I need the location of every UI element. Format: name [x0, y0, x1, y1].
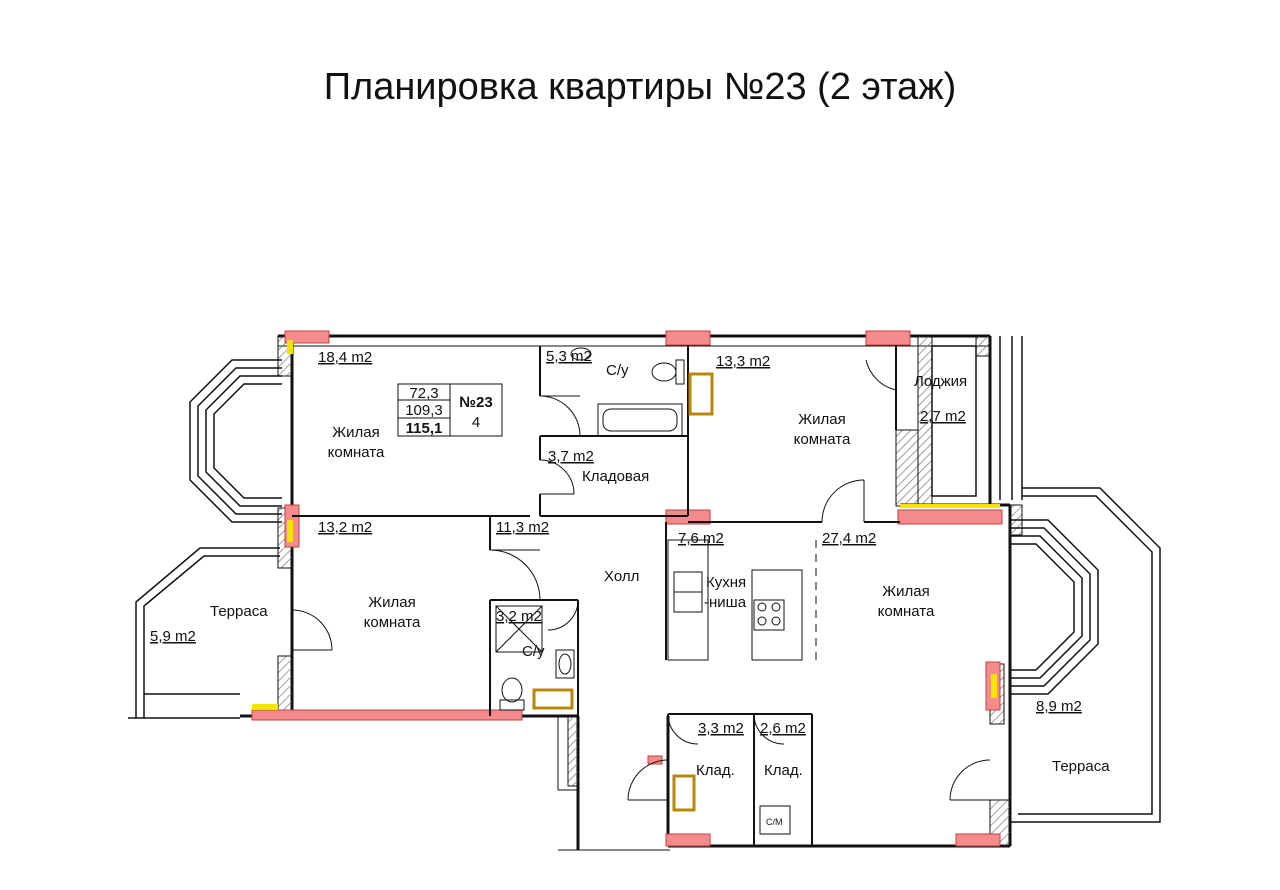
- room-name: Кухня: [706, 574, 746, 591]
- summary-box: [397, 383, 503, 437]
- summary-total: 109,3: [405, 402, 443, 419]
- room-name: Терраса: [1052, 758, 1110, 775]
- west-terrace-outline: [128, 547, 280, 719]
- room-name: -ниша: [704, 594, 747, 611]
- room-area: 3,7 m2: [548, 448, 594, 465]
- room-area: 3,2 m2: [496, 608, 542, 625]
- room-name: Жилая: [332, 424, 379, 441]
- loggia-outline: [931, 336, 1023, 500]
- room-area: 7,6 m2: [678, 530, 724, 547]
- room-name: С/у: [606, 362, 629, 379]
- room-name: комната: [794, 431, 851, 448]
- room-name: комната: [364, 614, 421, 631]
- room-area: 27,4 m2: [822, 530, 876, 547]
- summary-rooms: 4: [472, 414, 480, 431]
- room-name: Жилая: [798, 411, 845, 428]
- doors: [291, 359, 991, 801]
- room-name: комната: [328, 444, 385, 461]
- room-area: 13,3 m2: [716, 353, 770, 370]
- room-name: Клад.: [764, 762, 803, 779]
- east-bay-window: [1010, 519, 1099, 695]
- room-area: 13,2 m2: [318, 519, 372, 536]
- room-name: комната: [878, 603, 935, 620]
- summary-total-full: 115,1: [406, 420, 443, 437]
- room-area: 2,6 m2: [760, 720, 806, 737]
- room-name: Кладовая: [582, 468, 649, 485]
- room-area: 5,9 m2: [150, 628, 196, 645]
- room-area: 18,4 m2: [318, 349, 372, 366]
- yellow-accents: [252, 340, 1000, 710]
- hall-south-outline: [557, 716, 578, 851]
- room-area: 2,7 m2: [920, 408, 966, 425]
- west-bay-window: [189, 359, 282, 523]
- room-name: Жилая: [368, 594, 415, 611]
- room-name: С/у: [522, 643, 545, 660]
- room-name: Лоджия: [914, 373, 967, 390]
- cabinets: [532, 372, 714, 812]
- room-area: 3,3 m2: [698, 720, 744, 737]
- room-name: Холл: [604, 568, 639, 585]
- room-name: Терраса: [210, 603, 268, 620]
- east-terrace-outline: [1010, 487, 1161, 823]
- interior-walls: [292, 346, 900, 846]
- room-area: 5,3 m2: [546, 348, 592, 365]
- room-name: Клад.: [696, 762, 735, 779]
- summary-number: №23: [459, 394, 492, 411]
- room-name: Жилая: [882, 583, 929, 600]
- page-title: Планировка квартиры №23 (2 этаж): [323, 66, 957, 108]
- fixtures: [495, 347, 803, 835]
- summary-living: 72,3: [409, 385, 438, 402]
- room-area: 8,9 m2: [1036, 698, 1082, 715]
- washing-machine-label: С/М: [766, 817, 783, 827]
- room-area: 11,3 m2: [496, 519, 549, 536]
